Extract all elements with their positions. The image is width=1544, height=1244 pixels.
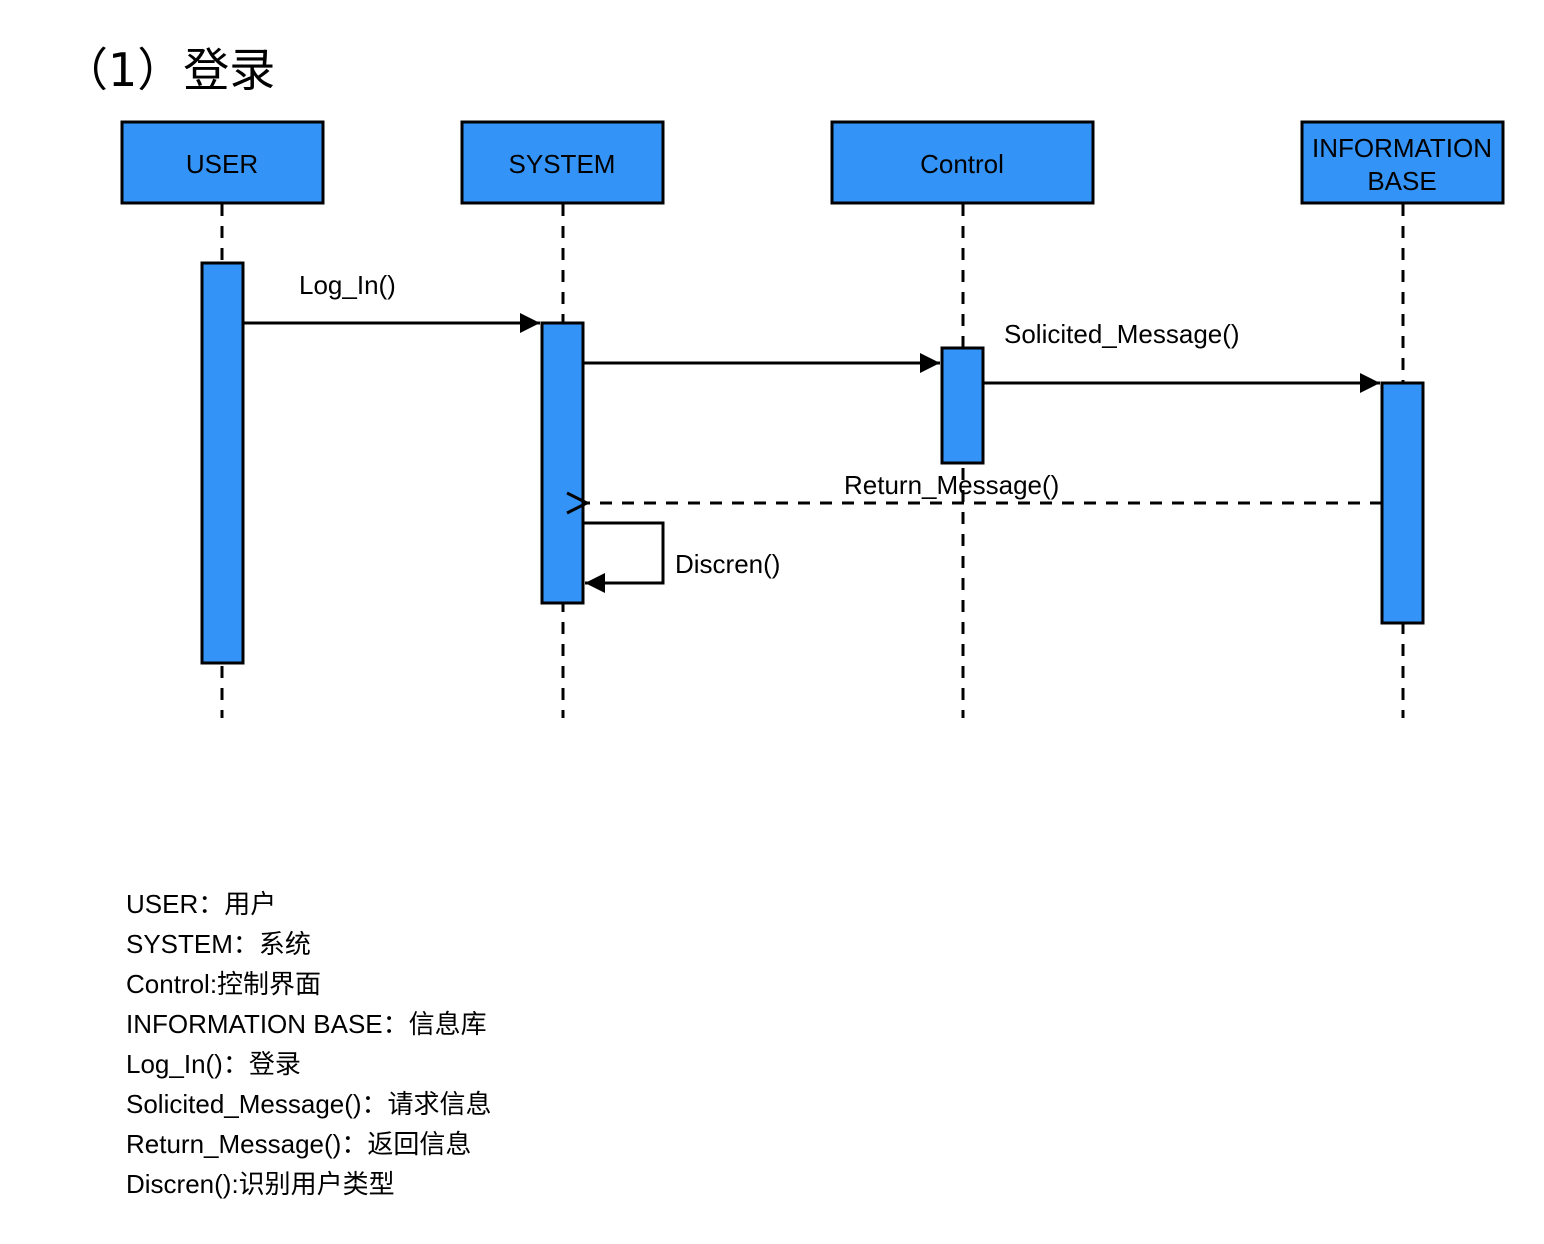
legend-item-control: Control:控制界面 (126, 969, 322, 999)
actor-control: Control (830, 120, 1095, 205)
message-return-label: Return_Message() (844, 470, 1059, 500)
actor-system: SYSTEM (460, 120, 665, 205)
sequence-diagram: USER SYSTEM Control INFORMATION BASE Log… (120, 120, 1505, 718)
legend-item-infobase: INFORMATION BASE：信息库 (126, 1009, 487, 1039)
actor-user: USER (120, 120, 325, 205)
activation-user (200, 261, 245, 665)
actor-infobase-label-line1: INFORMATION (1312, 133, 1492, 163)
legend: USER：用户 SYSTEM：系统 Control:控制界面 INFORMATI… (126, 884, 492, 1204)
message-return: Return_Message() (587, 470, 1382, 503)
legend-item-discren: Discren():识别用户类型 (126, 1169, 395, 1199)
activation-infobase (1380, 381, 1425, 625)
actor-infobase: INFORMATION BASE (1300, 120, 1505, 205)
message-discren-label: Discren() (675, 549, 780, 579)
message-solicited: Solicited_Message() (983, 319, 1380, 393)
legend-item-user: USER：用户 (126, 889, 277, 919)
actor-system-label: SYSTEM (509, 149, 616, 179)
legend-item-log-in: Log_In()：登录 (126, 1049, 301, 1079)
message-discren: Discren() (583, 521, 780, 593)
message-solicited-label: Solicited_Message() (1004, 319, 1240, 349)
activation-system (540, 321, 585, 605)
legend-item-system: SYSTEM：系统 (126, 929, 311, 959)
legend-item-return: Return_Message()：返回信息 (126, 1129, 472, 1159)
message-log-in: Log_In() (243, 270, 540, 333)
page-title: （1）登录 (62, 43, 276, 97)
activation-control (940, 346, 985, 465)
actor-control-label: Control (920, 149, 1004, 179)
actor-infobase-label-line2: BASE (1367, 166, 1436, 196)
actor-user-label: USER (186, 149, 258, 179)
message-log-in-label: Log_In() (299, 270, 396, 300)
legend-item-solicited: Solicited_Message()：请求信息 (126, 1089, 492, 1119)
